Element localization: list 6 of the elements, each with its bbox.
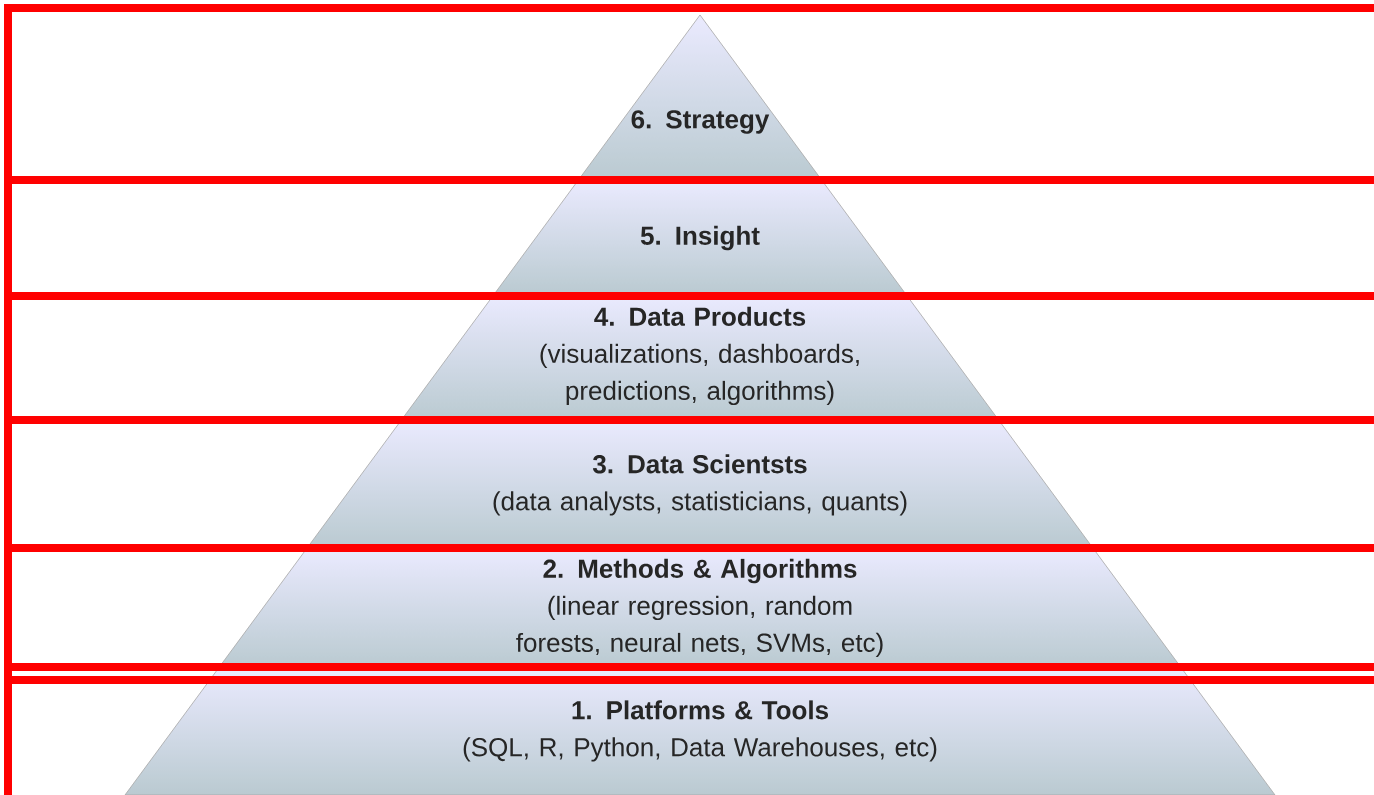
pyramid-layer: 2. Methods & Algorithms (linear regression, random forests, neural nets, SVMs, etc) [218,547,1182,669]
pyramid-layer: 3. Data Scientsts (data analysts, statisticians, quants) [306,419,1094,549]
pyramid-layer: 1. Platforms & Tools (SQL, R, Python, Data Warehouses, etc) [124,667,1276,795]
pyramid-layer: 6. Strategy [578,14,822,181]
pyramid-layer: 4. Data Products (visualizations, dashboards, predictions, algorithms) [401,294,999,421]
pyramid-layer: 5. Insight [493,179,907,296]
